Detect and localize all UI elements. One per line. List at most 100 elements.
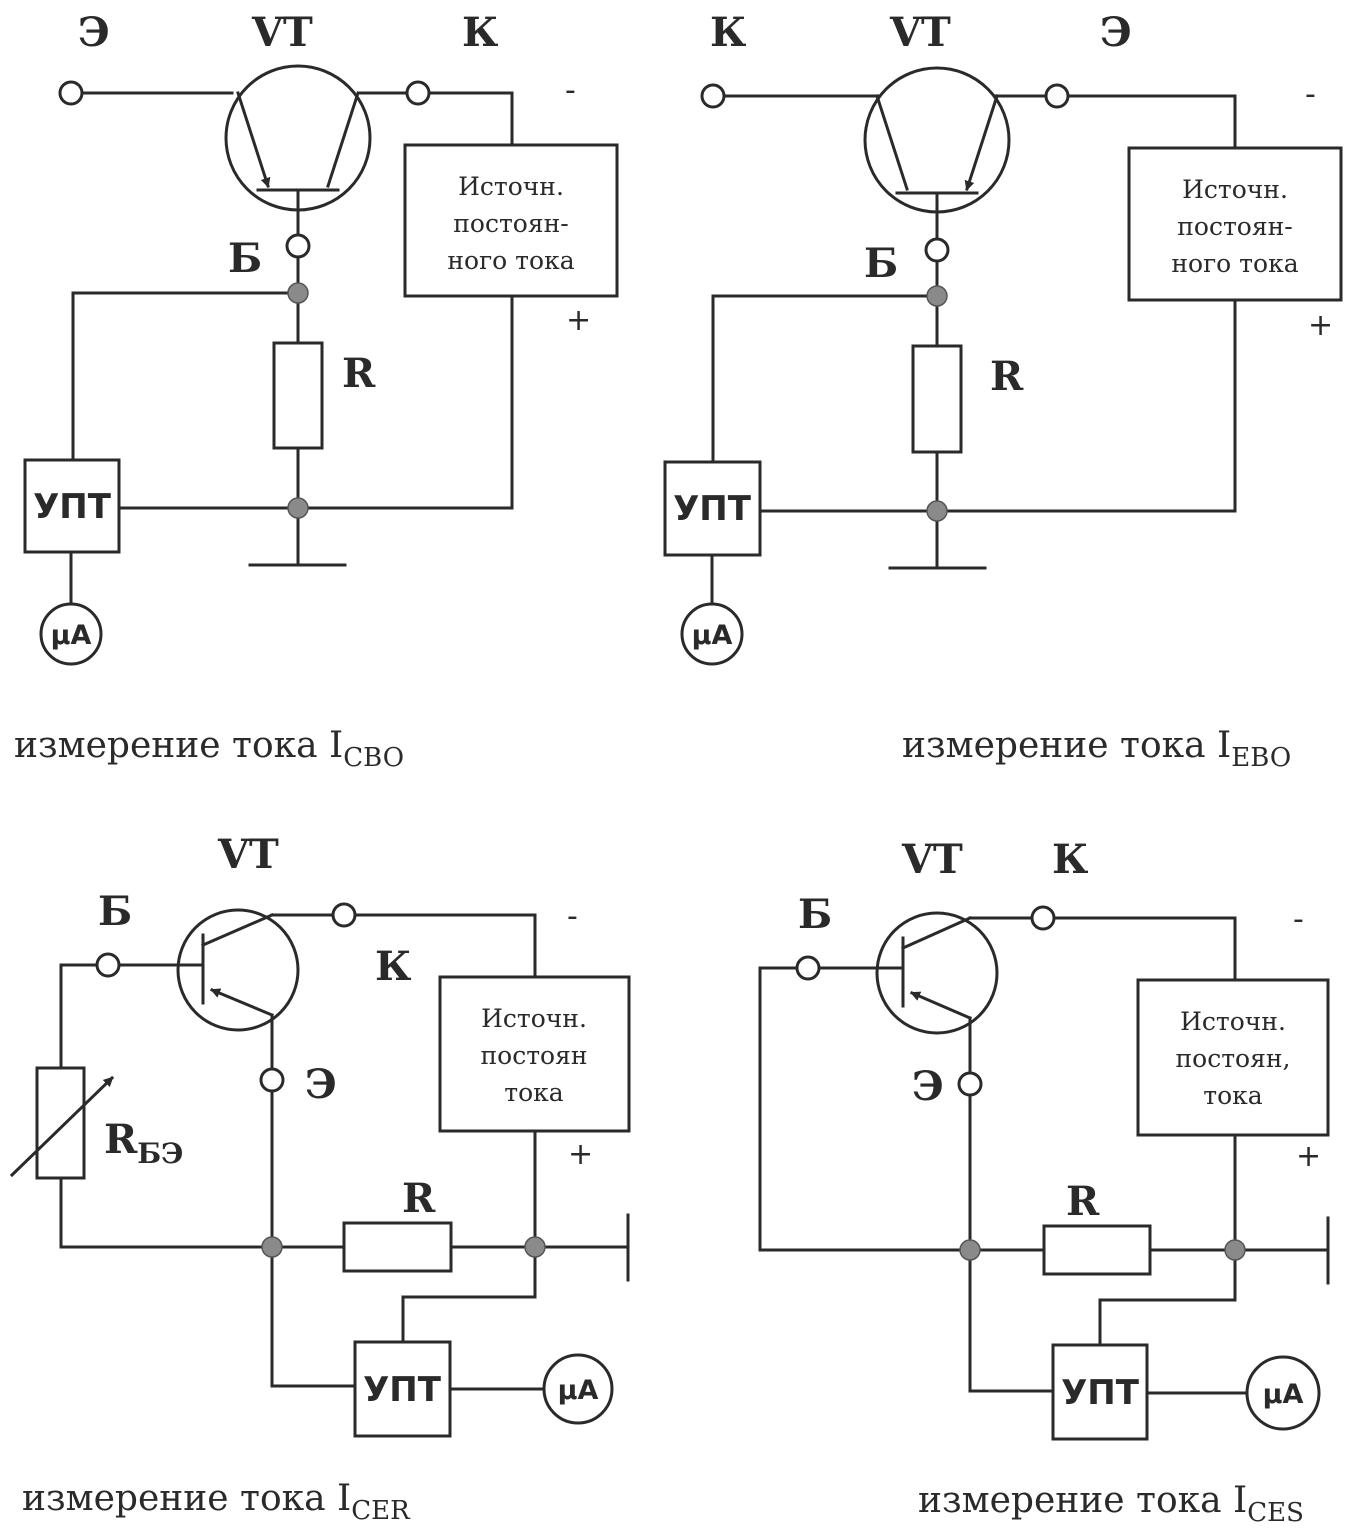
dc-source-box: Источн. постоян- ного тока bbox=[403, 143, 619, 298]
microammeter-label: μA bbox=[51, 620, 92, 651]
label-resistor: R bbox=[402, 1175, 436, 1222]
source-line-1: Источн. bbox=[1180, 1007, 1286, 1036]
source-line-2: постоян- bbox=[453, 209, 568, 238]
label-transistor: VT bbox=[251, 9, 313, 56]
microammeter-label: μA bbox=[1263, 1379, 1304, 1410]
transistor-symbol bbox=[863, 66, 1011, 214]
resistor-r bbox=[911, 344, 963, 454]
source-line-2: постоян- bbox=[1177, 212, 1292, 241]
terminal-emitter bbox=[58, 80, 84, 106]
label-collector: К bbox=[710, 9, 746, 56]
label-transistor: VT bbox=[217, 831, 279, 878]
wires bbox=[710, 94, 1237, 607]
dc-source-box: Источн. постоян тока bbox=[438, 975, 631, 1133]
circuit-iebo: К VT Э - + Б bbox=[663, 9, 1343, 773]
transistor-symbol bbox=[224, 64, 372, 212]
label-plus: + bbox=[568, 1137, 593, 1172]
microammeter: μA bbox=[1245, 1355, 1321, 1431]
amplifier-label: УПТ bbox=[673, 489, 752, 529]
label-collector: К bbox=[375, 943, 411, 990]
microammeter-label: μA bbox=[558, 1375, 599, 1406]
label-minus: - bbox=[1293, 902, 1304, 937]
terminal-collector bbox=[1030, 905, 1056, 931]
source-line-1: Источн. bbox=[458, 172, 564, 201]
source-line-3: ного тока bbox=[1171, 249, 1298, 278]
junction-node bbox=[287, 497, 309, 519]
label-collector: К bbox=[1052, 836, 1088, 883]
label-emitter: Э bbox=[912, 1063, 944, 1110]
source-line-3: тока bbox=[1203, 1081, 1263, 1110]
terminal-collector bbox=[331, 902, 357, 928]
label-plus: + bbox=[1308, 308, 1333, 343]
resistor-r bbox=[342, 1221, 453, 1273]
label-plus: + bbox=[566, 303, 591, 338]
terminal-collector bbox=[700, 83, 726, 109]
junction-node bbox=[959, 1239, 981, 1261]
circuit-icbo: Э VT К - + Б bbox=[14, 9, 619, 773]
label-minus: - bbox=[567, 899, 578, 934]
source-line-3: тока bbox=[504, 1078, 564, 1107]
wires bbox=[69, 91, 514, 607]
label-minus: - bbox=[1305, 77, 1316, 112]
label-base: Б bbox=[864, 240, 898, 287]
junction-node bbox=[1224, 1239, 1246, 1261]
caption-icbo: измерение тока ICBO bbox=[14, 725, 404, 773]
junction-node bbox=[261, 1236, 283, 1258]
label-emitter: Э bbox=[78, 9, 110, 56]
label-plus: + bbox=[1296, 1139, 1321, 1174]
label-emitter: Э bbox=[1100, 9, 1132, 56]
amplifier-label: УПТ bbox=[363, 1370, 442, 1410]
dc-source-box: Источн. постоян- ного тока bbox=[1127, 146, 1343, 302]
label-base: Б bbox=[798, 891, 832, 938]
junction-node bbox=[926, 500, 948, 522]
terminal-emitter bbox=[259, 1067, 285, 1093]
amplifier-label: УПТ bbox=[1061, 1373, 1140, 1413]
caption-icer: измерение тока ICER bbox=[22, 1478, 411, 1526]
resistor-r bbox=[272, 341, 324, 450]
amplifier-box: УПТ bbox=[1051, 1343, 1149, 1441]
junction-node bbox=[524, 1236, 546, 1258]
terminal-base bbox=[95, 952, 121, 978]
label-minus: - bbox=[565, 73, 576, 108]
label-resistor: R bbox=[1066, 1178, 1100, 1225]
transistor-symbol bbox=[875, 911, 999, 1035]
source-line-2: постоян, bbox=[1176, 1044, 1291, 1073]
resistor-r bbox=[1042, 1224, 1152, 1276]
source-line-1: Источн. bbox=[481, 1004, 587, 1033]
circuit-icer: VT Б К Э R - + RБЭ bbox=[9, 831, 631, 1526]
terminal-base bbox=[924, 237, 950, 263]
caption-iebo: измерение тока IEBO bbox=[902, 725, 1291, 773]
transistor-symbol bbox=[176, 908, 300, 1032]
label-transistor: VT bbox=[889, 9, 951, 56]
label-base: Б bbox=[228, 235, 262, 282]
label-collector: К bbox=[462, 9, 498, 56]
caption-ices: измерение тока ICES bbox=[918, 1480, 1304, 1528]
variable-resistor-rbe bbox=[9, 1066, 115, 1180]
source-line-1: Источн. bbox=[1182, 175, 1288, 204]
amplifier-box: УПТ bbox=[23, 458, 121, 554]
microammeter-label: μA bbox=[692, 620, 733, 651]
label-resistor: R bbox=[990, 353, 1024, 400]
label-base: Б bbox=[98, 888, 132, 935]
microammeter: μA bbox=[542, 1353, 614, 1425]
label-emitter: Э bbox=[305, 1061, 337, 1108]
source-line-2: постоян bbox=[480, 1041, 587, 1070]
amplifier-label: УПТ bbox=[33, 487, 112, 527]
terminal-collector bbox=[405, 80, 431, 106]
dc-source-box: Источн. постоян, тока bbox=[1136, 978, 1330, 1137]
microammeter: μA bbox=[39, 602, 103, 666]
amplifier-box: УПТ bbox=[663, 460, 762, 557]
junction-node bbox=[287, 282, 309, 304]
label-resistor: R bbox=[342, 350, 376, 397]
source-line-3: ного тока bbox=[447, 246, 574, 275]
microammeter: μA bbox=[680, 602, 744, 666]
amplifier-box: УПТ bbox=[353, 1340, 452, 1438]
junction-node bbox=[926, 285, 948, 307]
terminal-emitter bbox=[957, 1071, 983, 1097]
terminal-base bbox=[795, 955, 821, 981]
terminal-emitter bbox=[1044, 83, 1070, 109]
label-variable-resistor: RБЭ bbox=[104, 1116, 183, 1170]
label-transistor: VT bbox=[901, 836, 963, 883]
circuit-ices: VT К Б Э R - + bbox=[758, 836, 1330, 1528]
